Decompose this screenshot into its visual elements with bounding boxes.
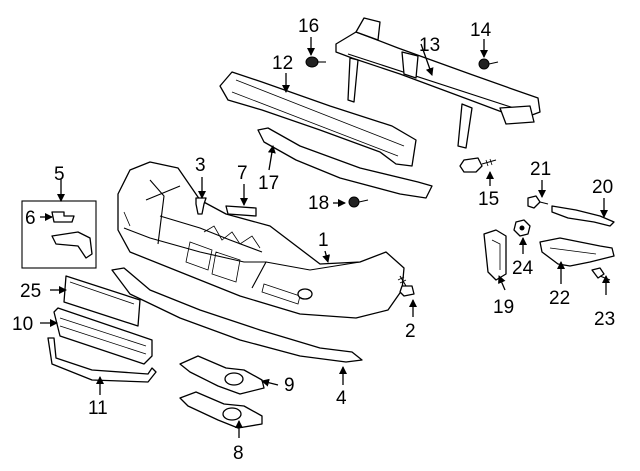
callout-12: 12 bbox=[272, 53, 293, 74]
callout-17: 17 bbox=[258, 173, 279, 194]
bolt-15 bbox=[459, 157, 497, 173]
center-bracket bbox=[225, 205, 257, 217]
callout-6: 6 bbox=[25, 208, 36, 229]
callout-labels: 1 2 3 4 5 6 7 8 9 10 11 12 13 14 15 16 1… bbox=[12, 16, 615, 464]
bumper-cover bbox=[117, 161, 405, 319]
fog-bezel-right bbox=[179, 355, 265, 395]
callout-4: 4 bbox=[336, 388, 347, 409]
side-bracket bbox=[483, 229, 507, 281]
callout-16: 16 bbox=[298, 16, 319, 37]
screw-14 bbox=[478, 58, 499, 70]
push-clip bbox=[195, 197, 207, 215]
callout-14: 14 bbox=[470, 20, 492, 41]
screw-23 bbox=[591, 267, 611, 281]
energy-absorber bbox=[219, 71, 417, 167]
callout-5: 5 bbox=[54, 164, 65, 185]
callout-3: 3 bbox=[195, 155, 206, 176]
callout-25: 25 bbox=[20, 281, 41, 302]
callout-18: 18 bbox=[308, 193, 329, 214]
fog-bezel-left bbox=[179, 391, 263, 429]
callout-23: 23 bbox=[594, 309, 615, 330]
nut-24 bbox=[513, 219, 531, 237]
callout-19: 19 bbox=[493, 297, 514, 318]
callout-22: 22 bbox=[549, 288, 570, 309]
callout-20: 20 bbox=[592, 177, 613, 198]
lower-spoiler bbox=[111, 267, 363, 363]
callout-13: 13 bbox=[419, 35, 440, 56]
leader-lines bbox=[40, 37, 610, 438]
callout-2: 2 bbox=[405, 321, 416, 342]
reinforcement-bar bbox=[335, 17, 541, 149]
lower-grille bbox=[53, 307, 153, 365]
mount-bracket bbox=[539, 237, 615, 267]
callout-9: 9 bbox=[284, 375, 295, 396]
callout-21: 21 bbox=[530, 159, 551, 180]
callout-24: 24 bbox=[512, 258, 534, 279]
bolt-2 bbox=[397, 275, 415, 297]
clip-18 bbox=[348, 196, 369, 208]
callout-8: 8 bbox=[233, 443, 244, 464]
callout-1: 1 bbox=[318, 230, 329, 251]
tow-cover-inset bbox=[21, 200, 97, 269]
callout-10: 10 bbox=[12, 314, 33, 335]
guide-bracket bbox=[551, 205, 615, 227]
upper-trim-strip bbox=[257, 127, 433, 199]
callout-7: 7 bbox=[237, 163, 248, 184]
callout-15: 15 bbox=[478, 189, 499, 210]
grille-molding bbox=[47, 337, 157, 383]
clip-21 bbox=[527, 195, 549, 209]
callout-11: 11 bbox=[88, 398, 108, 419]
screw-16 bbox=[305, 56, 326, 68]
